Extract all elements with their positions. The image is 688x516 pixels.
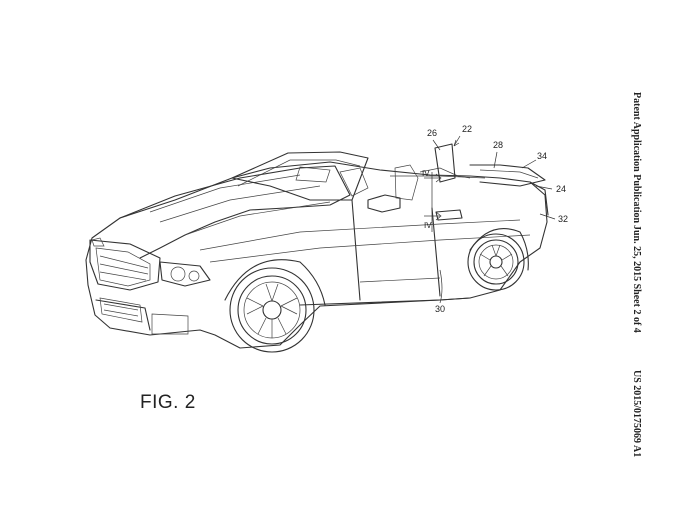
ref-24: 24 <box>556 184 566 194</box>
rear-wheel <box>467 233 525 291</box>
ref-22: 22 <box>462 124 472 134</box>
header-number: US 2015/0175069 A1 <box>631 370 642 458</box>
reference-numerals: 22 24 26 28 30 32 34 <box>427 124 568 314</box>
section-mark-upper: IV <box>422 169 430 178</box>
figure-label: FIG. 2 <box>140 392 196 413</box>
header-publication: Patent Application Publication <box>631 92 642 224</box>
ref-30: 30 <box>435 304 445 314</box>
front-wheel <box>229 267 315 353</box>
convertible-car-illustration <box>85 143 549 353</box>
ref-26: 26 <box>427 128 437 138</box>
ref-32: 32 <box>558 214 568 224</box>
section-mark-lower: IV <box>424 221 432 230</box>
ref-34: 34 <box>537 151 547 161</box>
header-date-sheet: Jun. 25, 2015 Sheet 2 of 4 <box>631 225 642 333</box>
section-cut-marker: IV IV <box>422 169 442 232</box>
ref-28: 28 <box>493 140 503 150</box>
